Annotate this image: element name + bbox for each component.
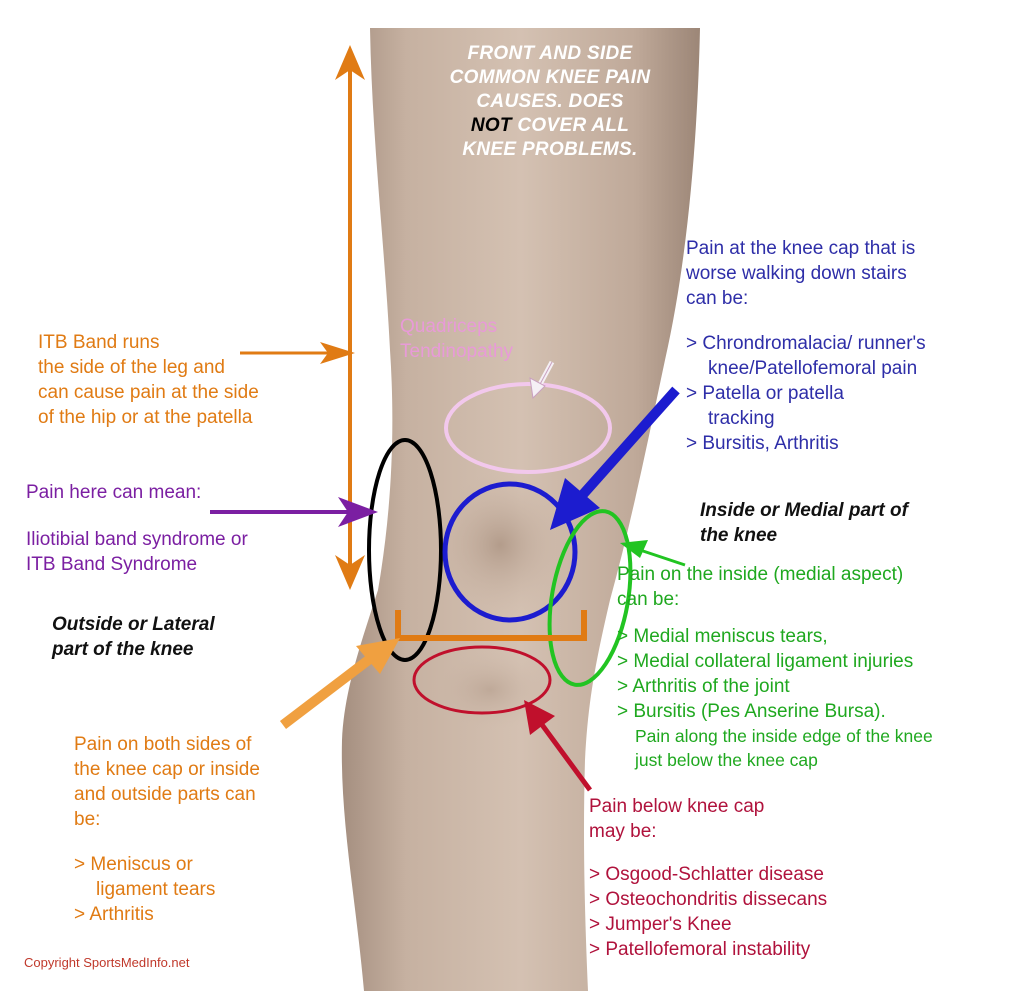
both-sides-list-item: > Meniscus or	[74, 852, 260, 877]
lateral-heading-line: Outside or Lateral	[52, 612, 215, 637]
quadriceps-label: Quadriceps Tendinopathy	[400, 314, 513, 364]
title-line-3: CAUSES. DOES	[400, 90, 700, 114]
below-cap-text: Pain below knee cap may be: > Osgood-Sch…	[589, 794, 827, 962]
iliotibial-intro: Pain here can mean:	[26, 480, 248, 505]
iliotibial-line: ITB Band Syndrome	[26, 552, 248, 577]
medial-heading: Inside or Medial part of the knee	[700, 498, 908, 548]
kneecap-list: > Chrondromalacia/ runner's knee/Patello…	[686, 331, 926, 456]
medial-note-line: just below the knee cap	[635, 748, 933, 772]
below-cap-list-item: > Patellofemoral instability	[589, 937, 827, 962]
medial-intro-line: Pain on the inside (medial aspect)	[617, 562, 933, 587]
itb-line: of the hip or at the patella	[38, 405, 259, 430]
lateral-heading: Outside or Lateral part of the knee	[52, 612, 215, 662]
title-line-4-rest: COVER ALL	[512, 115, 629, 136]
both-sides-intro-line: be:	[74, 807, 260, 832]
iliotibial-line: Iliotibial band syndrome or	[26, 527, 248, 552]
kneecap-list-item: > Bursitis, Arthritis	[686, 431, 926, 456]
below-cap-list-item: > Osgood-Schlatter disease	[589, 862, 827, 887]
medial-list-item: > Bursitis (Pes Anserine Bursa).	[617, 699, 933, 724]
title-not-word: NOT	[471, 115, 512, 136]
both-sides-list-item: ligament tears	[74, 877, 260, 902]
iliotibial-text: Pain here can mean: Iliotibial band synd…	[26, 480, 248, 577]
medial-list-item: > Arthritis of the joint	[617, 674, 933, 699]
both-sides-text: Pain on both sides of the knee cap or in…	[74, 732, 260, 927]
title-line-1: FRONT AND SIDE	[400, 42, 700, 66]
medial-list-item: > Medial collateral ligament injuries	[617, 649, 933, 674]
kneecap-intro-line: worse walking down stairs	[686, 261, 926, 286]
medial-arrow-head	[620, 540, 648, 558]
medial-heading-line: the knee	[700, 523, 908, 548]
copyright-notice: Copyright SportsMedInfo.net	[24, 955, 189, 970]
both-sides-intro-line: the knee cap or inside	[74, 757, 260, 782]
title-line-2: COMMON KNEE PAIN	[400, 66, 700, 90]
both-sides-intro-line: Pain on both sides of	[74, 732, 260, 757]
kneecap-list-item: > Patella or patella	[686, 381, 926, 406]
kneecap-list-item: knee/Patellofemoral pain	[686, 356, 926, 381]
medial-pain-text: Pain on the inside (medial aspect) can b…	[617, 562, 933, 772]
title-line-4: NOT COVER ALL	[400, 114, 700, 138]
below-cap-intro-line: Pain below knee cap	[589, 794, 827, 819]
below-cap-intro-line: may be:	[589, 819, 827, 844]
itb-line: the side of the leg and	[38, 355, 259, 380]
medial-list: > Medial meniscus tears, > Medial collat…	[617, 624, 933, 724]
itb-band-text: ITB Band runs the side of the leg and ca…	[38, 330, 259, 430]
medial-list-item: > Medial meniscus tears,	[617, 624, 933, 649]
both-sides-list-item: > Arthritis	[74, 902, 260, 927]
kneecap-shading	[430, 470, 570, 620]
both-sides-list: > Meniscus or ligament tears > Arthritis	[74, 852, 260, 927]
below-cap-list-item: > Jumper's Knee	[589, 912, 827, 937]
medial-intro-line: can be:	[617, 587, 933, 612]
title-line-5: KNEE PROBLEMS.	[400, 138, 700, 162]
medial-note: Pain along the inside edge of the knee j…	[617, 724, 933, 772]
kneecap-list-item: tracking	[686, 406, 926, 431]
medial-heading-line: Inside or Medial part of	[700, 498, 908, 523]
itb-line: ITB Band runs	[38, 330, 259, 355]
both-sides-intro-line: and outside parts can	[74, 782, 260, 807]
kneecap-intro-line: Pain at the knee cap that is	[686, 236, 926, 261]
quadriceps-line: Quadriceps	[400, 314, 513, 339]
kneecap-list-item: > Chrondromalacia/ runner's	[686, 331, 926, 356]
lateral-heading-line: part of the knee	[52, 637, 215, 662]
medial-note-line: Pain along the inside edge of the knee	[635, 724, 933, 748]
kneecap-pain-text: Pain at the knee cap that is worse walki…	[686, 236, 926, 456]
quadriceps-line: Tendinopathy	[400, 339, 513, 364]
below-cap-list: > Osgood-Schlatter disease > Osteochondr…	[589, 862, 827, 962]
itb-line: can cause pain at the side	[38, 380, 259, 405]
below-cap-list-item: > Osteochondritis dissecans	[589, 887, 827, 912]
diagram-title: FRONT AND SIDE COMMON KNEE PAIN CAUSES. …	[400, 42, 700, 162]
kneecap-intro-line: can be:	[686, 286, 926, 311]
